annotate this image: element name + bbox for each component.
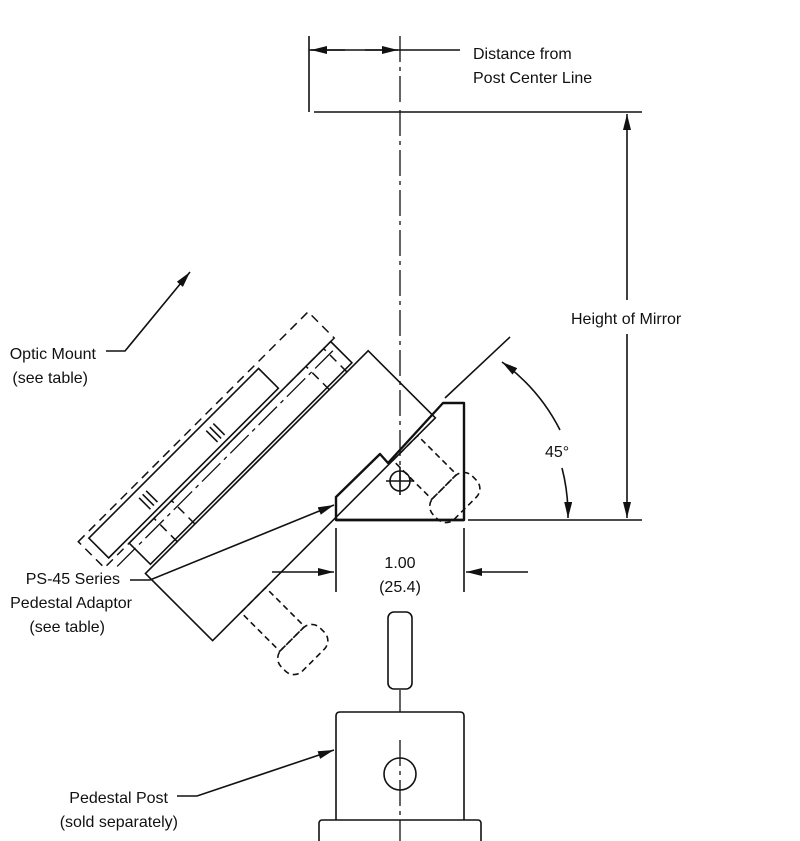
mirror-optic [87, 367, 280, 560]
mounting-screw [387, 611, 413, 712]
adaptor-label-line3: (see table) [29, 619, 105, 636]
optic-mount-leader [106, 271, 191, 352]
width-label-mm: (25.4) [379, 579, 421, 596]
pedestal-post [318, 711, 482, 841]
optic-mount-label-line2: (see table) [12, 370, 88, 387]
adaptor-label-line2: Pedestal Adaptor [10, 595, 133, 612]
post-leader [177, 749, 335, 797]
height-dimension [314, 111, 642, 521]
mirror-front-plate-outline [77, 310, 336, 569]
width-dimension [272, 528, 528, 592]
glass-hatch-marks [138, 423, 226, 510]
pedestal-adaptor [334, 401, 466, 522]
adaptor-label-line1: PS-45 Series [26, 571, 120, 588]
post-label-line1: Pedestal Post [69, 790, 168, 807]
post-label-line2: (sold separately) [60, 814, 178, 831]
height-label: Height of Mirror [571, 311, 682, 328]
optic-mount-assembly [77, 310, 481, 676]
mount-center-line [116, 350, 334, 567]
distance-label-line1: Distance from [473, 46, 572, 63]
optic-mount-label-line1: Optic Mount [10, 346, 97, 363]
adjuster-knob-lower [305, 348, 481, 524]
width-label-inches: 1.00 [384, 555, 415, 572]
adjuster-knob-upper [153, 500, 329, 676]
mount-plate [128, 340, 354, 566]
angle-dimension [444, 336, 573, 519]
adaptor-leader [130, 504, 335, 581]
distance-label-line2: Post Center Line [473, 70, 592, 87]
angle-label: 45° [545, 444, 569, 461]
distance-dimension [308, 36, 460, 112]
optic-mount-body [144, 349, 437, 642]
